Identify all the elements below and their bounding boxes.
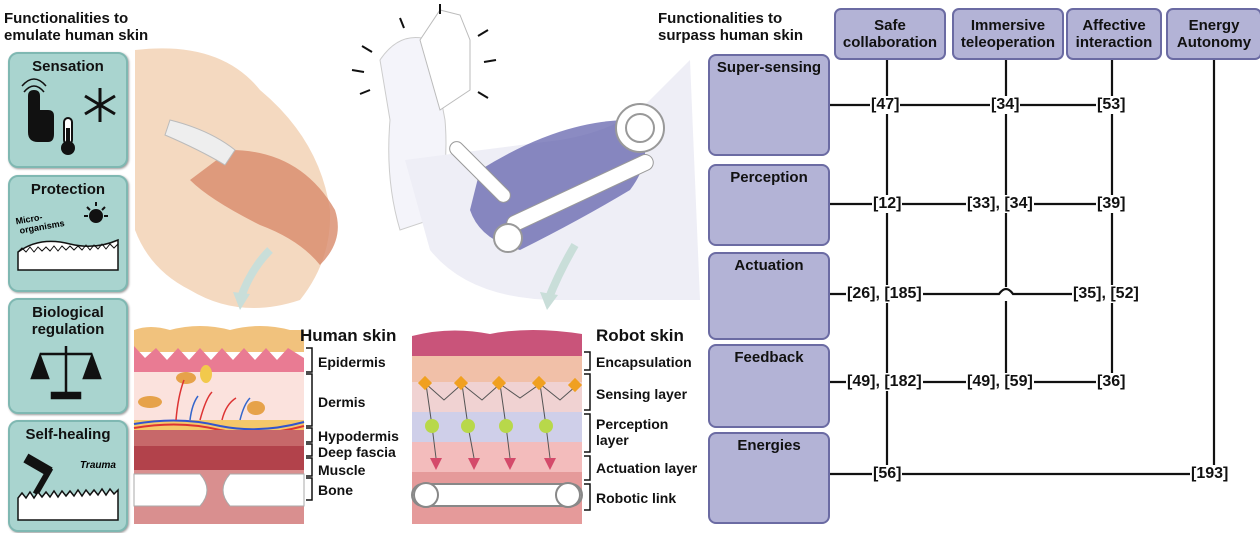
sun-icon [84, 202, 108, 223]
ref-feedback-teleop: [49], [59] [966, 373, 1034, 391]
connection-grid [828, 58, 1214, 474]
column-header-affective-interaction: Affective interaction [1066, 8, 1162, 60]
ref-energies-safe: [56] [872, 465, 902, 483]
ref-actuation-safe: [26], [185] [846, 285, 923, 303]
robot-layer-label: Perception layer [596, 416, 668, 448]
row-label: Energies [710, 437, 828, 454]
row-energies: Energies [708, 432, 830, 524]
svg-text:Trauma: Trauma [80, 460, 116, 471]
human-layer-label: Hypodermis [318, 428, 399, 444]
column-header-safe-collaboration: Safe collaboration [834, 8, 946, 60]
ref-feedback-safe: [49], [182] [846, 373, 923, 391]
ref-super-sensing-safe: [47] [870, 96, 900, 114]
human-layer-label: Muscle [318, 462, 365, 478]
row-label: Perception [710, 169, 828, 186]
robot-skin-brackets [584, 352, 590, 510]
ref-perception-safe: [12] [872, 195, 902, 213]
balance-scale-icon [32, 346, 100, 398]
fingerprint-touch-icon [22, 79, 54, 142]
robot-layer-label: Robotic link [596, 490, 676, 506]
human-skin-title: Human skin [300, 326, 396, 346]
row-super-sensing: Super-sensing [708, 54, 830, 156]
hammer-icon [23, 454, 53, 496]
ref-super-sensing-affective: [53] [1096, 96, 1126, 114]
row-label: Feedback [710, 349, 828, 366]
ref-perception-affective: [39] [1096, 195, 1126, 213]
ref-energies-energy: [193] [1190, 465, 1229, 483]
human-skin-cross-section [134, 326, 304, 524]
ref-feedback-affective: [36] [1096, 373, 1126, 391]
row-perception: Perception [708, 164, 830, 246]
human-layer-label: Dermis [318, 394, 365, 410]
human-layer-label: Deep fascia [318, 444, 396, 460]
row-label: Actuation [710, 257, 828, 274]
robot-layer-label: Encapsulation [596, 354, 692, 370]
column-header-immersive-teleoperation: Immersive teleoperation [952, 8, 1064, 60]
snowflake-icon [85, 88, 115, 122]
ref-super-sensing-teleop: [34] [990, 96, 1020, 114]
human-layer-label: Epidermis [318, 354, 386, 370]
robot-skin-title: Robot skin [596, 326, 684, 346]
row-actuation: Actuation [708, 252, 830, 340]
human-layer-label: Bone [318, 482, 353, 498]
robot-skin-cross-section [412, 330, 582, 524]
skin-surface-icon [18, 240, 118, 270]
column-header-energy-autonomy: Energy Autonomy [1166, 8, 1260, 60]
robot-layer-label: Actuation layer [596, 460, 697, 476]
robot-layer-label: Sensing layer [596, 386, 687, 402]
ref-perception-teleop: [33], [34] [966, 195, 1034, 213]
human-skin-brackets [306, 348, 312, 500]
row-feedback: Feedback [708, 344, 830, 428]
ref-actuation-affective: [35], [52] [1072, 285, 1140, 303]
human-robot-arm-illustration [135, 4, 700, 310]
row-label: Super-sensing [710, 59, 828, 76]
thermometer-icon [61, 118, 75, 155]
